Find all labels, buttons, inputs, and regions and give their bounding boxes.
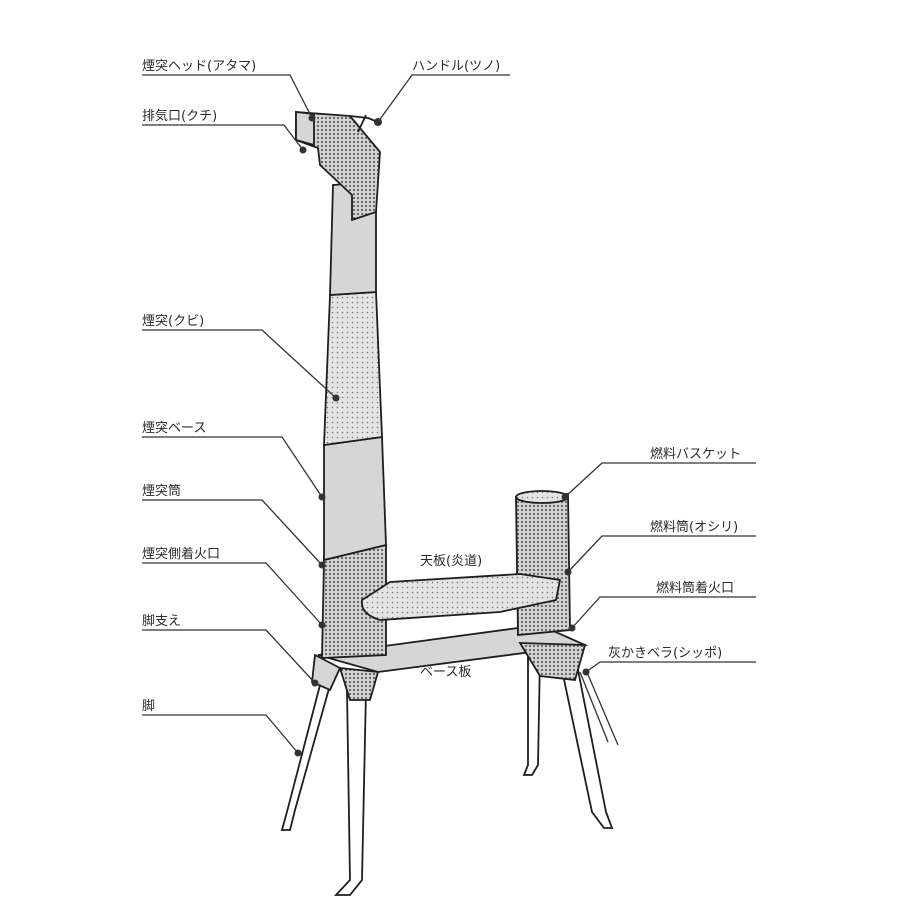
leg-holder-right [518, 642, 587, 681]
ash-scraper-rod [585, 669, 619, 746]
stove-legs [280, 654, 619, 896]
fuel-tube [515, 493, 571, 636]
leader-lines [142, 74, 756, 754]
label-fuel-tube: 燃料筒(オシリ) [650, 519, 738, 535]
label-fuel-tube-port: 燃料筒着火口 [656, 580, 734, 596]
chimney-head [295, 111, 381, 222]
leg-front-center [333, 689, 367, 896]
label-chimney-head: 煙突ヘッド(アタマ) [142, 58, 256, 74]
ash-scraper-rod-inner [579, 671, 609, 743]
leg-holder-left [338, 666, 380, 701]
label-ash-scraper: 灰かきベラ(シッポ) [608, 646, 722, 661]
leg-brace-left [311, 653, 342, 692]
label-leg-brace: 脚支え [142, 613, 181, 629]
fuel-basket [515, 490, 569, 504]
label-top-plate: 天板(炎道) [420, 554, 482, 569]
chimney-tube-section [323, 435, 387, 562]
label-base-plate: ベース板 [420, 665, 471, 680]
handle-bar [357, 114, 367, 133]
label-chimney-base: 煙突ベース [142, 420, 206, 436]
label-exhaust: 排気口(クチ) [142, 108, 217, 124]
top-plate [360, 573, 562, 621]
label-chimney-neck: 煙突(クビ) [142, 313, 204, 329]
label-leg: 脚 [142, 698, 155, 714]
leader-dots [294, 114, 590, 757]
label-handle: ハンドル(ツノ) [412, 59, 500, 74]
leg-front-left [280, 684, 332, 831]
chimney-neck-section [323, 291, 383, 447]
label-chimney-side-port: 煙突側着火口 [142, 546, 220, 562]
label-chimney-tube: 煙突筒 [142, 483, 181, 499]
leg-back-right [560, 669, 614, 829]
label-fuel-basket: 燃料バスケット [650, 446, 741, 462]
